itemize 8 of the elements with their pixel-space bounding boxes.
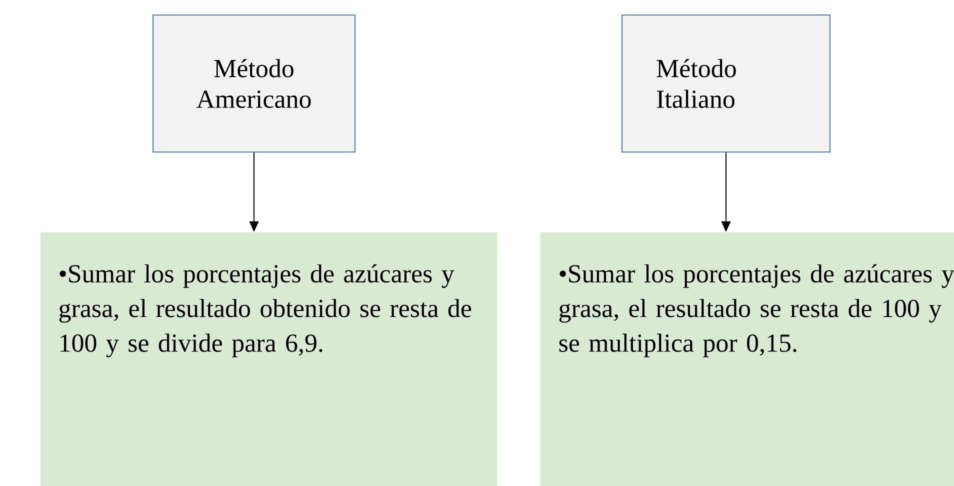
method-box [621,14,831,153]
step-box [540,232,954,486]
node-label: Método Italiano [656,59,736,108]
node-label: Método Americano [196,59,311,108]
method-box [152,14,356,153]
step-box [40,232,498,486]
step-text: •Sumar los porcentajes de azúcares y grasa, el resultado obtenido se resta de 100 y se divide para 6,9. [59,264,472,358]
step-text: •Sumar los porcentajes de azúcares y grasa, el resultado se resta de 100 y se multiplica por 0,15. [559,264,954,358]
